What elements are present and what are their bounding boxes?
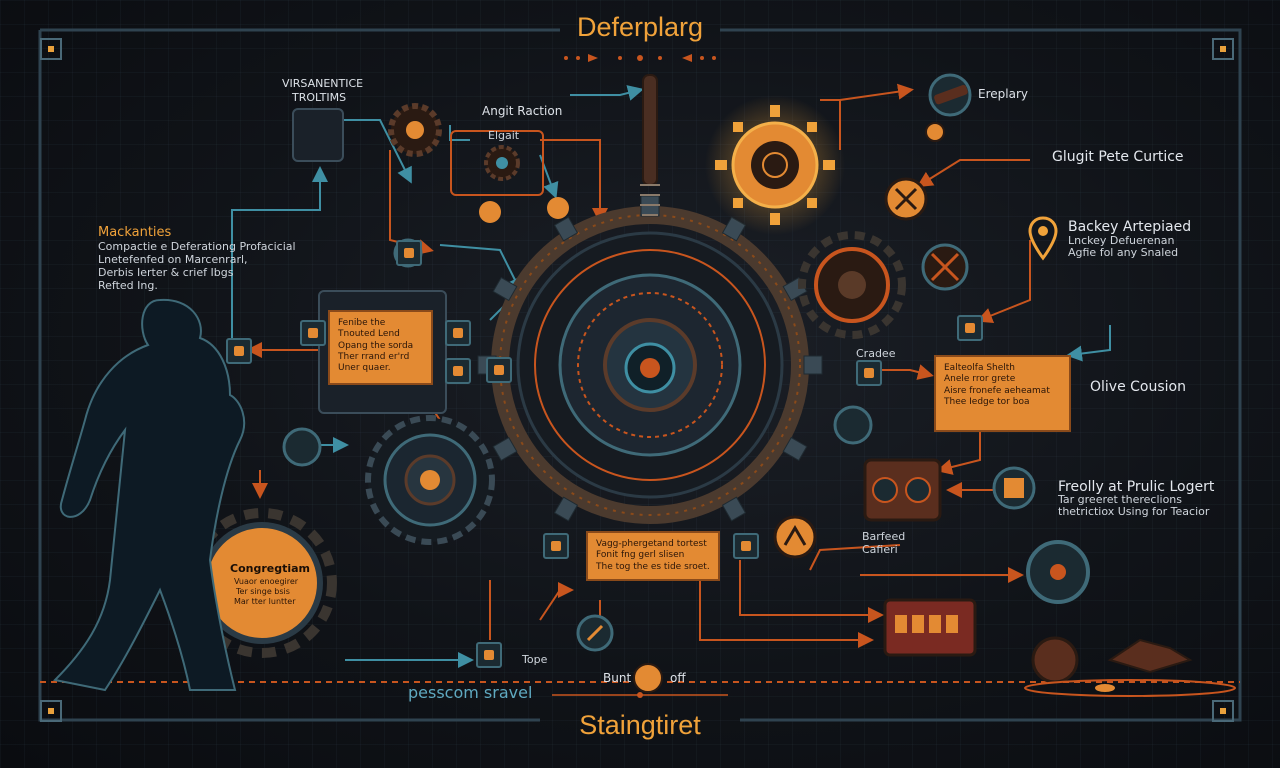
label-backey-line2: Agfie fol any Snaled [1068, 246, 1179, 259]
label-mechanics-line1: Compactie e Deferationg Profacicial [98, 240, 296, 253]
central-mechanism [491, 206, 809, 524]
label-off: off [670, 671, 686, 685]
label-barfeed-a: Barfeed [862, 530, 906, 543]
wires-teal [231, 85, 1111, 668]
frame-corner-tl [40, 38, 62, 60]
label-freolly-line1: Tar greeret thereclions [1058, 493, 1183, 506]
label-tope: Tope [522, 653, 548, 666]
chip-top-1 [396, 240, 422, 266]
chip-bottom-r [733, 533, 759, 559]
label-angle-sub: Elgait [488, 129, 520, 142]
label-mechanics-heading: Mackanties [98, 225, 172, 240]
node-icons [282, 73, 1090, 693]
right-side-gear [798, 231, 906, 339]
vertical-tube [640, 74, 660, 216]
label-freolly-heading: Freolly at Prulic Logert [1058, 479, 1215, 495]
chip-left-small [226, 338, 252, 364]
label-bunt: Bunt [603, 671, 632, 685]
chip-right-1 [957, 315, 983, 341]
angle-panel [450, 130, 544, 196]
label-passcom: pesscom sravel [408, 683, 533, 702]
label-congregation-heading: Congregtiam [230, 562, 311, 575]
label-congregation-line2: Ter singe bsis [236, 587, 290, 596]
chip-tope [476, 642, 502, 668]
chip-left-3 [445, 358, 471, 384]
small-gear-left-top [388, 103, 442, 157]
title-ornament-bottom [552, 692, 728, 698]
label-vis-a: VIRSANENTICE [282, 77, 364, 90]
label-ereplary: Ereplary [978, 87, 1028, 101]
note-left: Fenibe the Tnouted Lend Opang the sorda … [328, 310, 433, 385]
chip-left-1 [300, 320, 326, 346]
diagram-title: Deferplarg [576, 12, 704, 42]
ground-devices [1024, 636, 1236, 697]
label-backey-heading: Backey Artepiaed [1068, 219, 1192, 235]
diagram-footer-title: Staingtiret [579, 710, 701, 740]
label-congregation-line3: Mar tter luntter [234, 597, 296, 606]
left-mid-gear [365, 415, 495, 545]
frame-corner-bl [40, 700, 62, 722]
label-mechanics-line2: Lnetefenfed on Marcenrarl, [98, 253, 248, 266]
label-freolly-line2: thetrictiox Using for Teacior [1058, 505, 1210, 518]
label-grafee: Cradee [856, 347, 896, 360]
label-glugit: Glugit Pete Curtice [1052, 149, 1184, 165]
figure-silhouette [52, 298, 246, 692]
frame-corner-tr [1212, 38, 1234, 60]
machine-right [863, 458, 977, 657]
note-right: Ealteolfa Shelth Anele rror grete Aisre … [934, 355, 1071, 432]
chip-bottom-l [543, 533, 569, 559]
chip-center-l [486, 357, 512, 383]
wires-orange [246, 83, 1031, 648]
label-mechanics-line4: Refted Ing. [98, 279, 158, 292]
note-center: Vagg-phergetand tortest Fonit fng gerl s… [586, 531, 720, 581]
chip-right-2 [856, 360, 882, 386]
label-vis-b: TROLTIMS [292, 91, 347, 104]
label-barfeed-b: Cafieri [862, 543, 898, 556]
frame-corner-br [1212, 700, 1234, 722]
label-congregation-line1: Vuaor enoegirer [234, 577, 299, 586]
chip-left-2 [445, 320, 471, 346]
small-gear-center-top [484, 145, 520, 181]
label-backey-line1: Lnckey Defuerenan [1068, 234, 1175, 247]
title-ornament-top [564, 54, 716, 62]
label-olive: Olive Cousion [1090, 379, 1186, 395]
top-left-panel [292, 108, 344, 162]
label-angle-reaction: Angit Raction [482, 104, 563, 118]
location-pin-icon [1028, 216, 1058, 261]
label-mechanics-line3: Derbis Ierter & crief Ibgs [98, 266, 234, 279]
glowing-sun-gear [705, 95, 845, 235]
